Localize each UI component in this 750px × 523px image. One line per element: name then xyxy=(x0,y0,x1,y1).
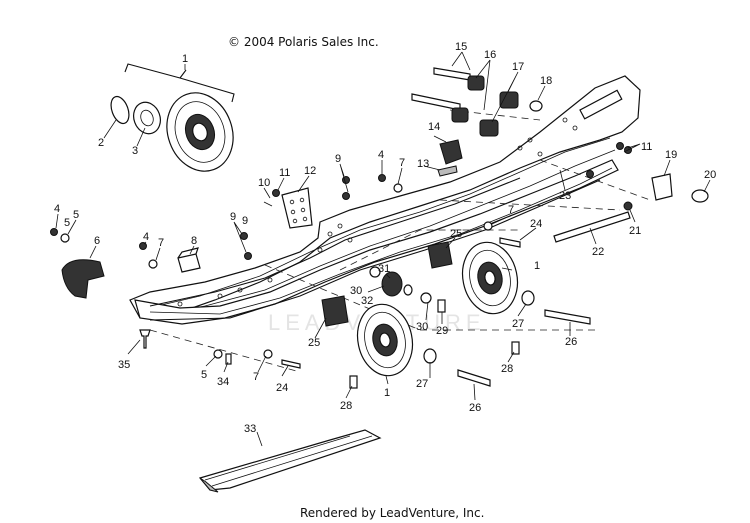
callout-23: 23 xyxy=(559,190,571,202)
bolt-24b xyxy=(281,359,301,369)
callout-17: 17 xyxy=(512,61,524,73)
callout-34: 34 xyxy=(217,376,229,388)
callout-10: 10 xyxy=(258,177,270,189)
small-hardware xyxy=(50,142,632,365)
callout-2: 2 xyxy=(98,137,104,149)
wear-strip xyxy=(198,429,382,493)
callout-13: 13 xyxy=(417,158,429,170)
callout-7-b: 7 xyxy=(399,157,405,169)
bolt-26b xyxy=(457,369,491,387)
block-17a xyxy=(499,91,519,109)
callout-1-top: 1 xyxy=(182,53,188,65)
bolt-28b xyxy=(349,375,358,389)
nut-21 xyxy=(623,201,633,211)
washer-30a xyxy=(369,266,381,278)
callout-7-a: 7 xyxy=(158,237,164,249)
callout-27-a: 27 xyxy=(512,318,524,330)
callout-27-b: 27 xyxy=(416,378,428,390)
callout-25-b: 25 xyxy=(308,337,320,349)
callout-29: 29 xyxy=(436,325,448,337)
assembly-bracket xyxy=(124,63,235,103)
callout-21: 21 xyxy=(629,225,641,237)
callout-5-c: 5 xyxy=(64,217,70,229)
callout-16: 16 xyxy=(484,49,496,61)
callout-18: 18 xyxy=(540,75,552,87)
callout-3: 3 xyxy=(132,145,138,157)
callout-9-b: 9 xyxy=(335,153,341,165)
callout-9-c: 9 xyxy=(242,215,248,227)
callout-28-b: 28 xyxy=(340,400,352,412)
callout-28-a: 28 xyxy=(501,363,513,375)
callout-26-b: 26 xyxy=(469,402,481,414)
callout-31: 31 xyxy=(378,263,390,275)
callout-7-c: 7 xyxy=(508,204,514,216)
washer-27a xyxy=(521,290,535,306)
pivot-bracket-lower xyxy=(321,295,349,327)
callout-5-a: 5 xyxy=(73,209,79,221)
callout-25-a: 25 xyxy=(450,228,462,240)
callout-7-d: 7 xyxy=(253,371,259,383)
leader-lines xyxy=(55,51,711,447)
stop-block xyxy=(439,139,463,165)
callout-6: 6 xyxy=(94,235,100,247)
idler-wheel-top xyxy=(166,92,234,172)
rivet-35 xyxy=(139,329,151,349)
callout-9-a: 9 xyxy=(230,211,236,223)
callout-20: 20 xyxy=(704,169,716,181)
bolt-15b xyxy=(411,93,461,111)
bolt-28a xyxy=(511,341,520,355)
front-tip xyxy=(61,259,105,299)
bearing xyxy=(133,101,161,135)
callout-24-b: 24 xyxy=(276,382,288,394)
callout-26-a: 26 xyxy=(565,336,577,348)
long-bolt xyxy=(553,211,631,243)
callout-4-b: 4 xyxy=(143,231,149,243)
callout-32: 32 xyxy=(361,295,373,307)
idler-wheel-bottom xyxy=(356,303,414,377)
bolt-29 xyxy=(437,299,446,313)
callout-4-a: 4 xyxy=(54,203,60,215)
callout-22: 22 xyxy=(592,246,604,258)
end-plug xyxy=(691,189,709,203)
callout-19: 19 xyxy=(665,149,677,161)
snap-ring xyxy=(110,95,130,125)
callout-12: 12 xyxy=(304,165,316,177)
callout-35: 35 xyxy=(118,359,130,371)
spacer-16b xyxy=(451,107,469,123)
callout-1-bottom: 1 xyxy=(384,387,390,399)
block-17b xyxy=(479,119,499,137)
end-bracket xyxy=(651,173,673,201)
footer-text: Rendered by LeadVenture, Inc. xyxy=(300,506,484,520)
callout-24-a: 24 xyxy=(530,218,542,230)
callout-11-a: 11 xyxy=(279,167,290,179)
pivot-bracket-upper xyxy=(427,241,453,269)
callout-33: 33 xyxy=(244,423,256,435)
callout-labels: 1 1 1 2 3 4 4 4 5 5 5 6 7 7 7 7 8 9 9 9 … xyxy=(54,41,716,435)
mounting-plate xyxy=(281,187,313,229)
callout-11-b: 11 xyxy=(641,141,652,153)
pin xyxy=(437,165,458,177)
roller-32 xyxy=(381,271,403,297)
washer-18 xyxy=(529,100,543,112)
callout-30-b: 30 xyxy=(416,321,428,333)
bolt-15a xyxy=(433,67,471,81)
washer-27b xyxy=(423,348,437,364)
rail-frame xyxy=(129,75,641,325)
block-bracket xyxy=(177,247,201,273)
callout-1-right: 1 xyxy=(534,260,540,272)
spacer-16a xyxy=(467,75,485,91)
copyright-text: © 2004 Polaris Sales Inc. xyxy=(228,35,379,49)
callout-14: 14 xyxy=(428,121,440,133)
callout-30-a: 30 xyxy=(350,285,362,297)
callout-5-b: 5 xyxy=(201,369,207,381)
idler-wheel-right xyxy=(461,241,519,315)
callout-4-c: 4 xyxy=(378,149,384,161)
bolt-24a xyxy=(499,237,521,248)
bolt-26a xyxy=(544,309,591,325)
callout-8: 8 xyxy=(191,235,197,247)
washer-30b xyxy=(420,292,432,304)
washer-31 xyxy=(403,284,413,296)
callout-15: 15 xyxy=(455,41,467,53)
